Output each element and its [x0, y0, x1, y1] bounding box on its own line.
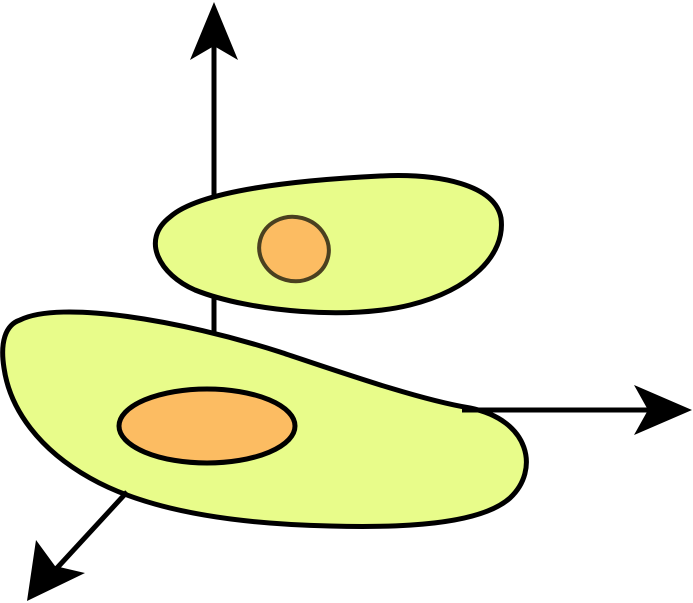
vertical-axis-arrowhead: [190, 2, 238, 60]
horizontal-axis-arrowhead: [634, 385, 692, 435]
horizontal-axis: [462, 385, 692, 435]
diagonal-axis-line: [55, 490, 129, 570]
diagonal-axis: [27, 490, 129, 601]
lower-blob-group: [0, 309, 529, 529]
upper-blob-group: [152, 173, 504, 316]
lower-core: [116, 386, 298, 466]
diagonal-axis-arrowhead: [27, 540, 85, 601]
upper-core: [257, 214, 331, 284]
